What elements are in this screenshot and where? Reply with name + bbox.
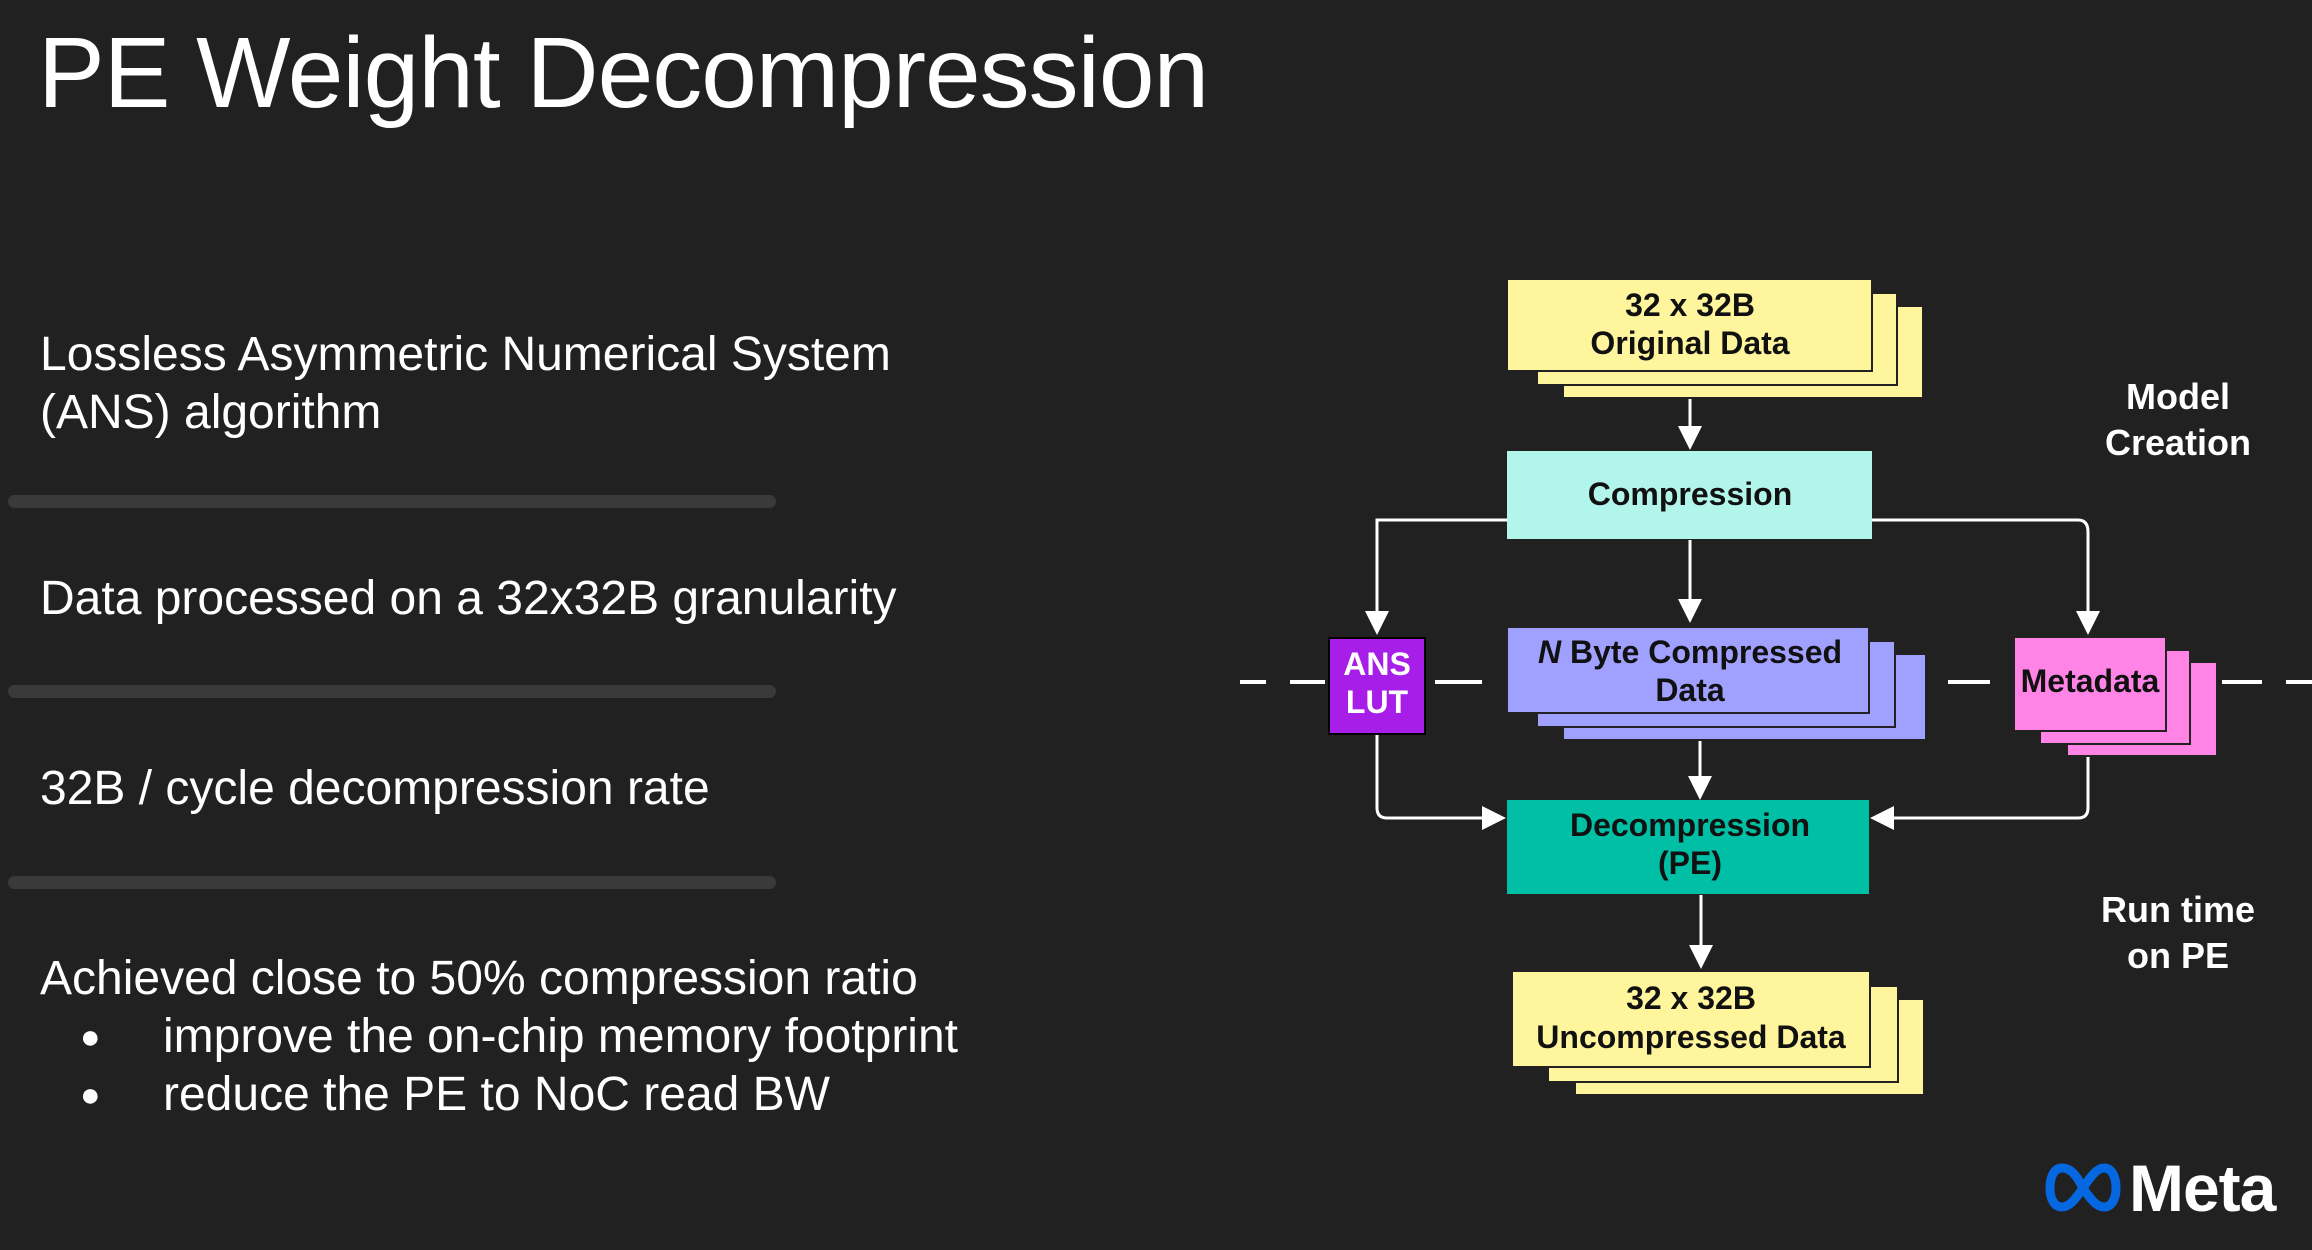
arrow-compression-to-lut xyxy=(1365,518,1507,635)
lut-rect-layer xyxy=(1328,637,1426,735)
meta-logo: Meta xyxy=(2045,1150,2276,1226)
slide-title: PE Weight Decompression xyxy=(38,17,1209,129)
original-data-stack: 32 x 32B Original Data xyxy=(1506,278,1924,399)
point-compression-ratio-text: Achieved close to 50% compression ratio xyxy=(40,952,918,1005)
compression-label: Compression xyxy=(1588,476,1792,512)
point-ans-line-1: Lossless Asymmetric Numerical System xyxy=(40,328,891,381)
uncompressed-data-stack: 32 x 32B Uncompressed Data xyxy=(1511,970,1925,1096)
compressed-data-n: N xyxy=(1538,634,1562,670)
subpoint-read-bandwidth: reduce the PE to NoC read BW xyxy=(40,1066,958,1124)
decompression-label-1: Decompression xyxy=(1570,807,1810,843)
arrow-lut-to-decompression xyxy=(1375,735,1506,830)
point-decompression-rate: 32B / cycle decompression rate xyxy=(40,762,710,815)
uncompressed-data-label-2: Uncompressed Data xyxy=(1536,1019,1846,1055)
arrow-metadata-to-decompression xyxy=(1870,752,2090,830)
md-a-layer xyxy=(2013,636,2167,732)
compressed-data-rest: Byte Compressed xyxy=(1561,634,1842,670)
dec-rect-layer xyxy=(1507,800,1869,894)
model-creation-label-2: Creation xyxy=(2105,422,2251,463)
arrow-compression-to-metadata xyxy=(1872,518,2100,635)
metadata-stack: Metadata xyxy=(2013,636,2218,757)
original-data-label-1: 32 x 32B xyxy=(1625,287,1755,323)
ans-lut-label-1: ANS xyxy=(1343,646,1411,682)
meta-wordmark: Meta xyxy=(2129,1151,2276,1225)
comp-rect-layer xyxy=(1507,451,1872,539)
point-compression-ratio: Achieved close to 50% compression ratio … xyxy=(40,950,958,1124)
compressed-data-label-2: Data xyxy=(1655,672,1725,708)
compressed-data-stack: N Byte Compressed Data xyxy=(1506,626,1927,741)
cd-a-layer xyxy=(1506,626,1870,714)
ans-lut-box: ANS LUT xyxy=(1328,637,1426,735)
point-granularity: Data processed on a 32x32B granularity xyxy=(40,572,897,625)
orig-a-layer xyxy=(1506,278,1873,372)
point-ans-line-2: (ANS) algorithm xyxy=(40,386,382,439)
ans-lut-label-2: LUT xyxy=(1346,684,1409,720)
uncompressed-data-label-1: 32 x 32B xyxy=(1626,980,1756,1016)
original-data-label-2: Original Data xyxy=(1590,325,1789,361)
metadata-label: Metadata xyxy=(2021,663,2160,699)
run-time-label-1: Run time xyxy=(2101,889,2255,930)
model-creation-label-1: Model xyxy=(2126,376,2230,417)
unc-a-layer xyxy=(1511,970,1871,1068)
decompression-box: Decompression (PE) xyxy=(1507,800,1869,894)
divider-3 xyxy=(8,876,776,889)
point-ans-algorithm: Lossless Asymmetric Numerical System (AN… xyxy=(40,326,891,442)
meta-infinity-icon xyxy=(2045,1163,2121,1212)
subpoint-list: improve the on-chip memory footprint red… xyxy=(40,1008,958,1124)
connectors xyxy=(1365,370,2100,969)
compressed-data-label-1: N Byte Compressed xyxy=(1538,634,1842,670)
compression-box: Compression xyxy=(1507,451,1872,539)
decompression-label-2: (PE) xyxy=(1658,845,1722,881)
run-time-label-2: on PE xyxy=(2127,935,2229,976)
subpoint-memory-footprint: improve the on-chip memory footprint xyxy=(40,1008,958,1066)
divider-2 xyxy=(8,685,776,698)
divider-1 xyxy=(8,495,776,508)
